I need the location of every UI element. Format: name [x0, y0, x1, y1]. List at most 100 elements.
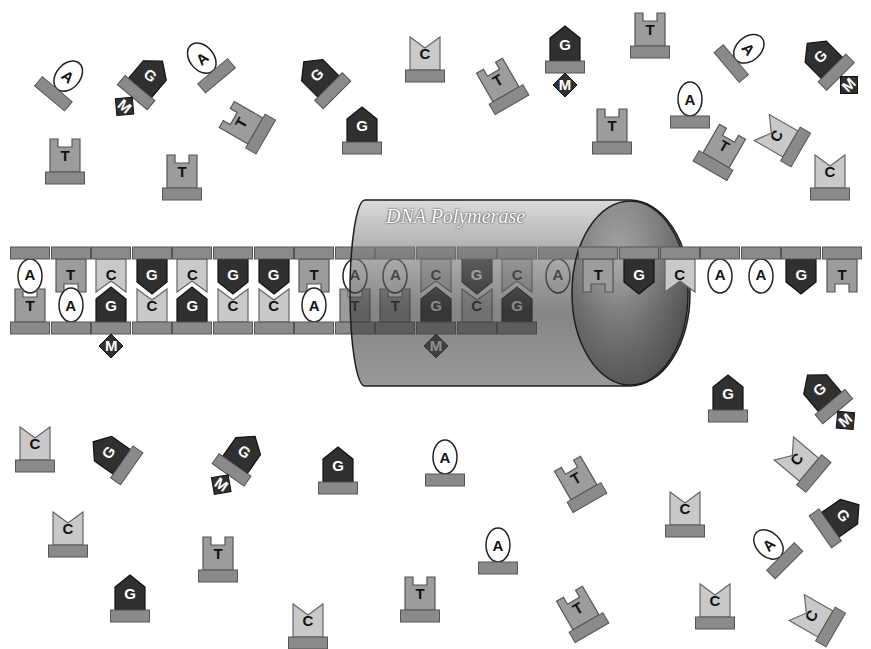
base-oval — [486, 528, 510, 562]
nucleotide: C — [132, 286, 172, 334]
base-letter: C — [140, 298, 164, 314]
nucleotide: C — [784, 589, 846, 648]
nucleotide: G — [318, 446, 358, 494]
base-shape — [635, 13, 665, 46]
base-shape — [583, 259, 613, 292]
sugar-backbone — [214, 247, 253, 259]
base-letter: C — [703, 593, 727, 609]
base-shape — [597, 109, 627, 142]
sugar-backbone — [376, 247, 415, 259]
nucleotide: G — [172, 286, 212, 334]
methyl-diamond — [108, 89, 142, 123]
nucleotide: A — [670, 80, 710, 128]
base-shape — [380, 289, 410, 322]
nucleotide: A — [294, 286, 334, 334]
sugar-backbone — [709, 410, 748, 422]
methyl-diamond — [832, 68, 866, 102]
base-shape — [177, 287, 207, 322]
nucleotide: T — [471, 53, 530, 115]
base-letter: T — [206, 546, 230, 562]
nucleotide-shape — [792, 28, 871, 107]
base-oval — [749, 259, 773, 293]
nucleotide: C — [213, 286, 253, 334]
nucleotide: C — [48, 509, 88, 557]
base-letter: A — [302, 298, 326, 314]
nucleotide: A — [425, 438, 465, 486]
sugar-backbone — [666, 525, 705, 537]
base-letter: A — [708, 267, 732, 283]
nucleotide: T — [10, 286, 50, 334]
nucleotide: A — [51, 286, 91, 334]
sugar-backbone — [214, 322, 253, 334]
base-letter: C — [262, 298, 286, 314]
base-letter: G — [99, 298, 123, 314]
base-letter: T — [59, 267, 83, 283]
base-letter: C — [56, 521, 80, 537]
nucleotide: G — [809, 488, 871, 548]
base-letter: T — [170, 164, 194, 180]
base-oval — [678, 82, 702, 116]
sugar-backbone — [16, 460, 55, 472]
methyl-diamond — [205, 468, 238, 501]
nucleotide: A — [10, 247, 50, 295]
base-letter: G — [140, 267, 164, 283]
base-shape — [115, 575, 145, 610]
enzyme-label: DNA Polymerase — [386, 204, 525, 228]
nucleotide: G — [81, 425, 143, 485]
nucleotide: GM — [102, 48, 179, 129]
sugar-backbone — [538, 247, 577, 259]
nucleotide: C — [810, 152, 850, 200]
base-letter: G — [326, 458, 350, 474]
base-shape — [293, 604, 323, 637]
base-shape — [347, 107, 377, 142]
sugar-backbone — [741, 247, 780, 259]
sugar-backbone — [132, 247, 171, 259]
sugar-backbone — [132, 322, 171, 334]
base-letter: T — [302, 267, 326, 283]
sugar-backbone — [46, 172, 85, 184]
base-shape — [421, 287, 451, 322]
nucleotide: GM — [545, 25, 585, 97]
base-shape — [20, 427, 50, 460]
nucleotide: T — [162, 152, 202, 200]
base-oval — [708, 259, 732, 293]
base-shape — [299, 259, 329, 292]
sugar-backbone — [335, 322, 374, 334]
base-shape — [203, 537, 233, 570]
nucleotide: T — [45, 136, 85, 184]
base-shape — [53, 512, 83, 545]
base-shape — [259, 259, 289, 294]
base-shape — [410, 37, 440, 70]
sugar-backbone — [376, 322, 415, 334]
methyl-diamond — [99, 334, 123, 358]
sugar-backbone — [782, 247, 821, 259]
methyl-label: M — [99, 338, 123, 354]
sugar-backbone — [199, 570, 238, 582]
sugar-backbone — [546, 61, 585, 73]
sugar-backbone — [254, 322, 293, 334]
sugar-backbone — [823, 247, 862, 259]
sugar-backbone — [620, 247, 659, 259]
nucleotide: C — [665, 489, 705, 537]
sugar-backbone — [92, 322, 131, 334]
sugar-backbone — [701, 247, 740, 259]
sugar-backbone — [11, 322, 50, 334]
nucleotide: G — [342, 106, 382, 154]
base-letter: C — [296, 613, 320, 629]
sugar-backbone — [51, 247, 90, 259]
base-letter: C — [818, 164, 842, 180]
base-shape — [502, 259, 532, 292]
methyl-diamond — [424, 334, 448, 358]
sugar-backbone — [811, 188, 850, 200]
base-shape — [167, 155, 197, 188]
base-letter: G — [350, 118, 374, 134]
base-shape — [421, 259, 451, 292]
base-oval — [433, 440, 457, 474]
nucleotide: GM — [792, 362, 869, 443]
base-letter: A — [749, 267, 773, 283]
nucleotide: C — [254, 286, 294, 334]
base-shape — [624, 259, 654, 294]
sugar-backbone — [173, 247, 212, 259]
sugar-backbone — [579, 247, 618, 259]
base-letter: C — [413, 46, 437, 62]
